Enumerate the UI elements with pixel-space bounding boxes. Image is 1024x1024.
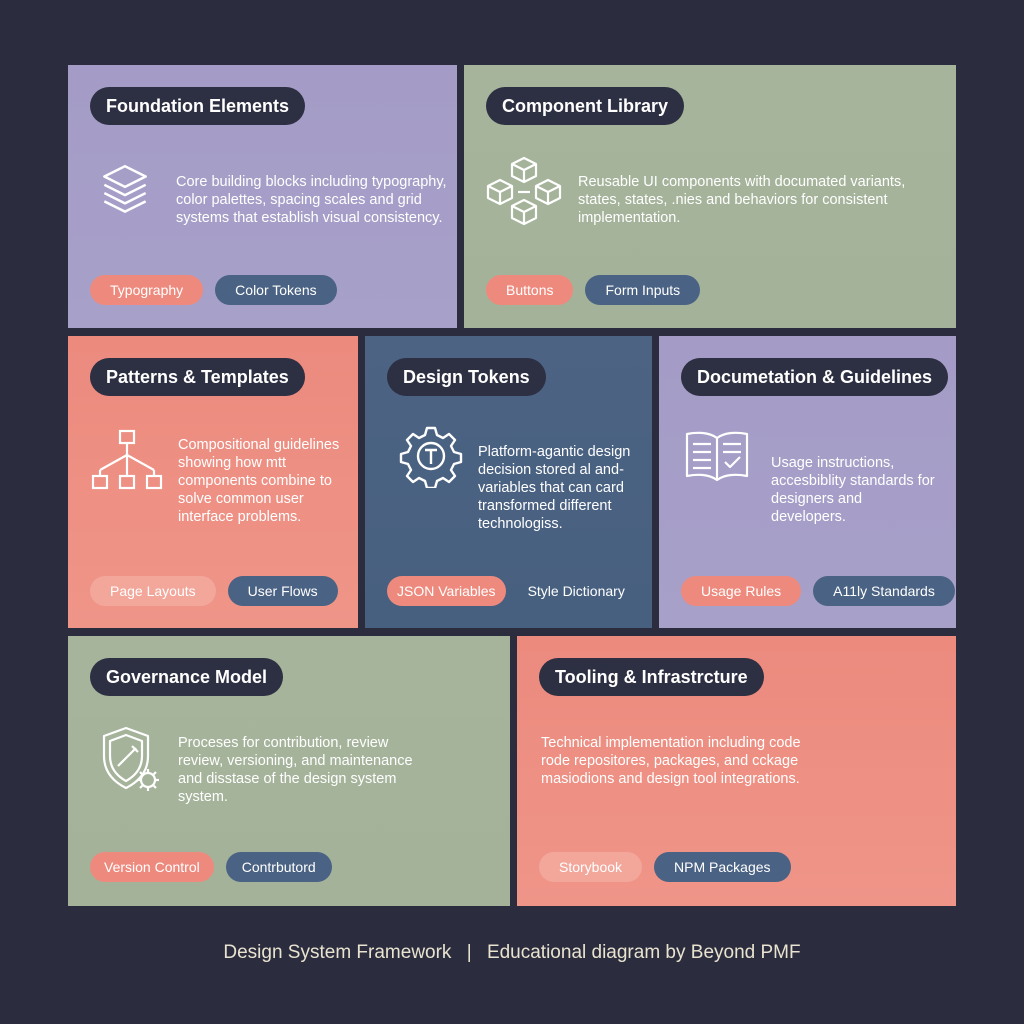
card-description: Platform-agantic design decision stored … [478,444,631,532]
tag-page-layouts[interactable]: Page Layouts [90,576,216,606]
layers-icon [94,160,156,222]
tag-user-flows[interactable]: User Flows [227,576,338,606]
card-title: Governance Model [90,658,284,696]
tag-list: Storybook NPM Packages [539,852,791,882]
footer-left: Design System Framework [223,942,452,963]
tag-list: JSON Variables Style Dictionary [387,576,635,606]
card-description: Core building blocks including typograph… [176,174,447,226]
card-description: Compositional guidelines showing how mtt… [178,437,340,525]
tag-style-dictionary[interactable]: Style Dictionary [527,583,625,599]
tag-json-variables[interactable]: JSON Variables [387,576,506,606]
card-title: Tooling & Infrastrcture [539,658,764,696]
tag-color-tokens[interactable]: Color Tokens [215,275,337,305]
tag-list: Version Control Contrbutord [90,852,332,882]
footer-caption: Design System Framework | Educational di… [0,942,1024,964]
card-tooling-infrastructure: Tooling & Infrastrcture Technical implem… [517,636,956,906]
tag-list: Usage Rules A11ly Standards [681,576,955,606]
tag-version-control[interactable]: Version Control [90,852,214,882]
card-design-tokens: Design Tokens Platform-agantic design de… [365,336,652,628]
card-title: Foundation Elements [90,87,306,125]
tag-list: Typography Color Tokens [90,275,337,305]
gear-token-icon [399,424,463,490]
card-component-library: Component Library Reusable UI components… [464,65,956,328]
card-title: Documetation & Guidelines [681,358,949,396]
card-description: Technical implementation including code … [541,735,801,787]
tag-usage-rules[interactable]: Usage Rules [681,576,802,606]
footer-separator: | [466,942,472,963]
card-foundation-elements: Foundation Elements Core building blocks… [68,65,457,328]
book-icon [683,428,751,484]
card-description: Usage instructions, accesbiblity standar… [771,455,935,525]
tag-list: Page Layouts User Flows [90,576,338,606]
tag-form-inputs[interactable]: Form Inputs [585,275,701,305]
card-description: Reusable UI components with documated va… [578,174,906,226]
card-description: Proceses for contribution, review review… [178,735,413,805]
tag-storybook[interactable]: Storybook [539,852,643,882]
card-title: Patterns & Templates [90,358,305,396]
tag-a11y-standards[interactable]: A11ly Standards [813,576,955,606]
tag-contributors[interactable]: Contrbutord [225,852,332,882]
tag-npm-packages[interactable]: NPM Packages [654,852,791,882]
tag-typography[interactable]: Typography [90,275,204,305]
cubes-icon [484,150,564,230]
footer-right: Educational diagram by Beyond PMF [486,942,801,963]
card-governance-model: Governance Model Proceses for contributi… [68,636,510,906]
shield-gear-icon [98,724,164,796]
hierarchy-icon [90,428,164,496]
tag-buttons[interactable]: Buttons [486,275,574,305]
tag-list: Buttons Form Inputs [486,275,701,305]
card-title: Design Tokens [387,358,546,396]
card-patterns-templates: Patterns & Templates Compositional guide… [68,336,358,628]
card-documentation-guidelines: Documetation & Guidelines Usage instruct… [659,336,956,628]
card-title: Component Library [486,87,685,125]
